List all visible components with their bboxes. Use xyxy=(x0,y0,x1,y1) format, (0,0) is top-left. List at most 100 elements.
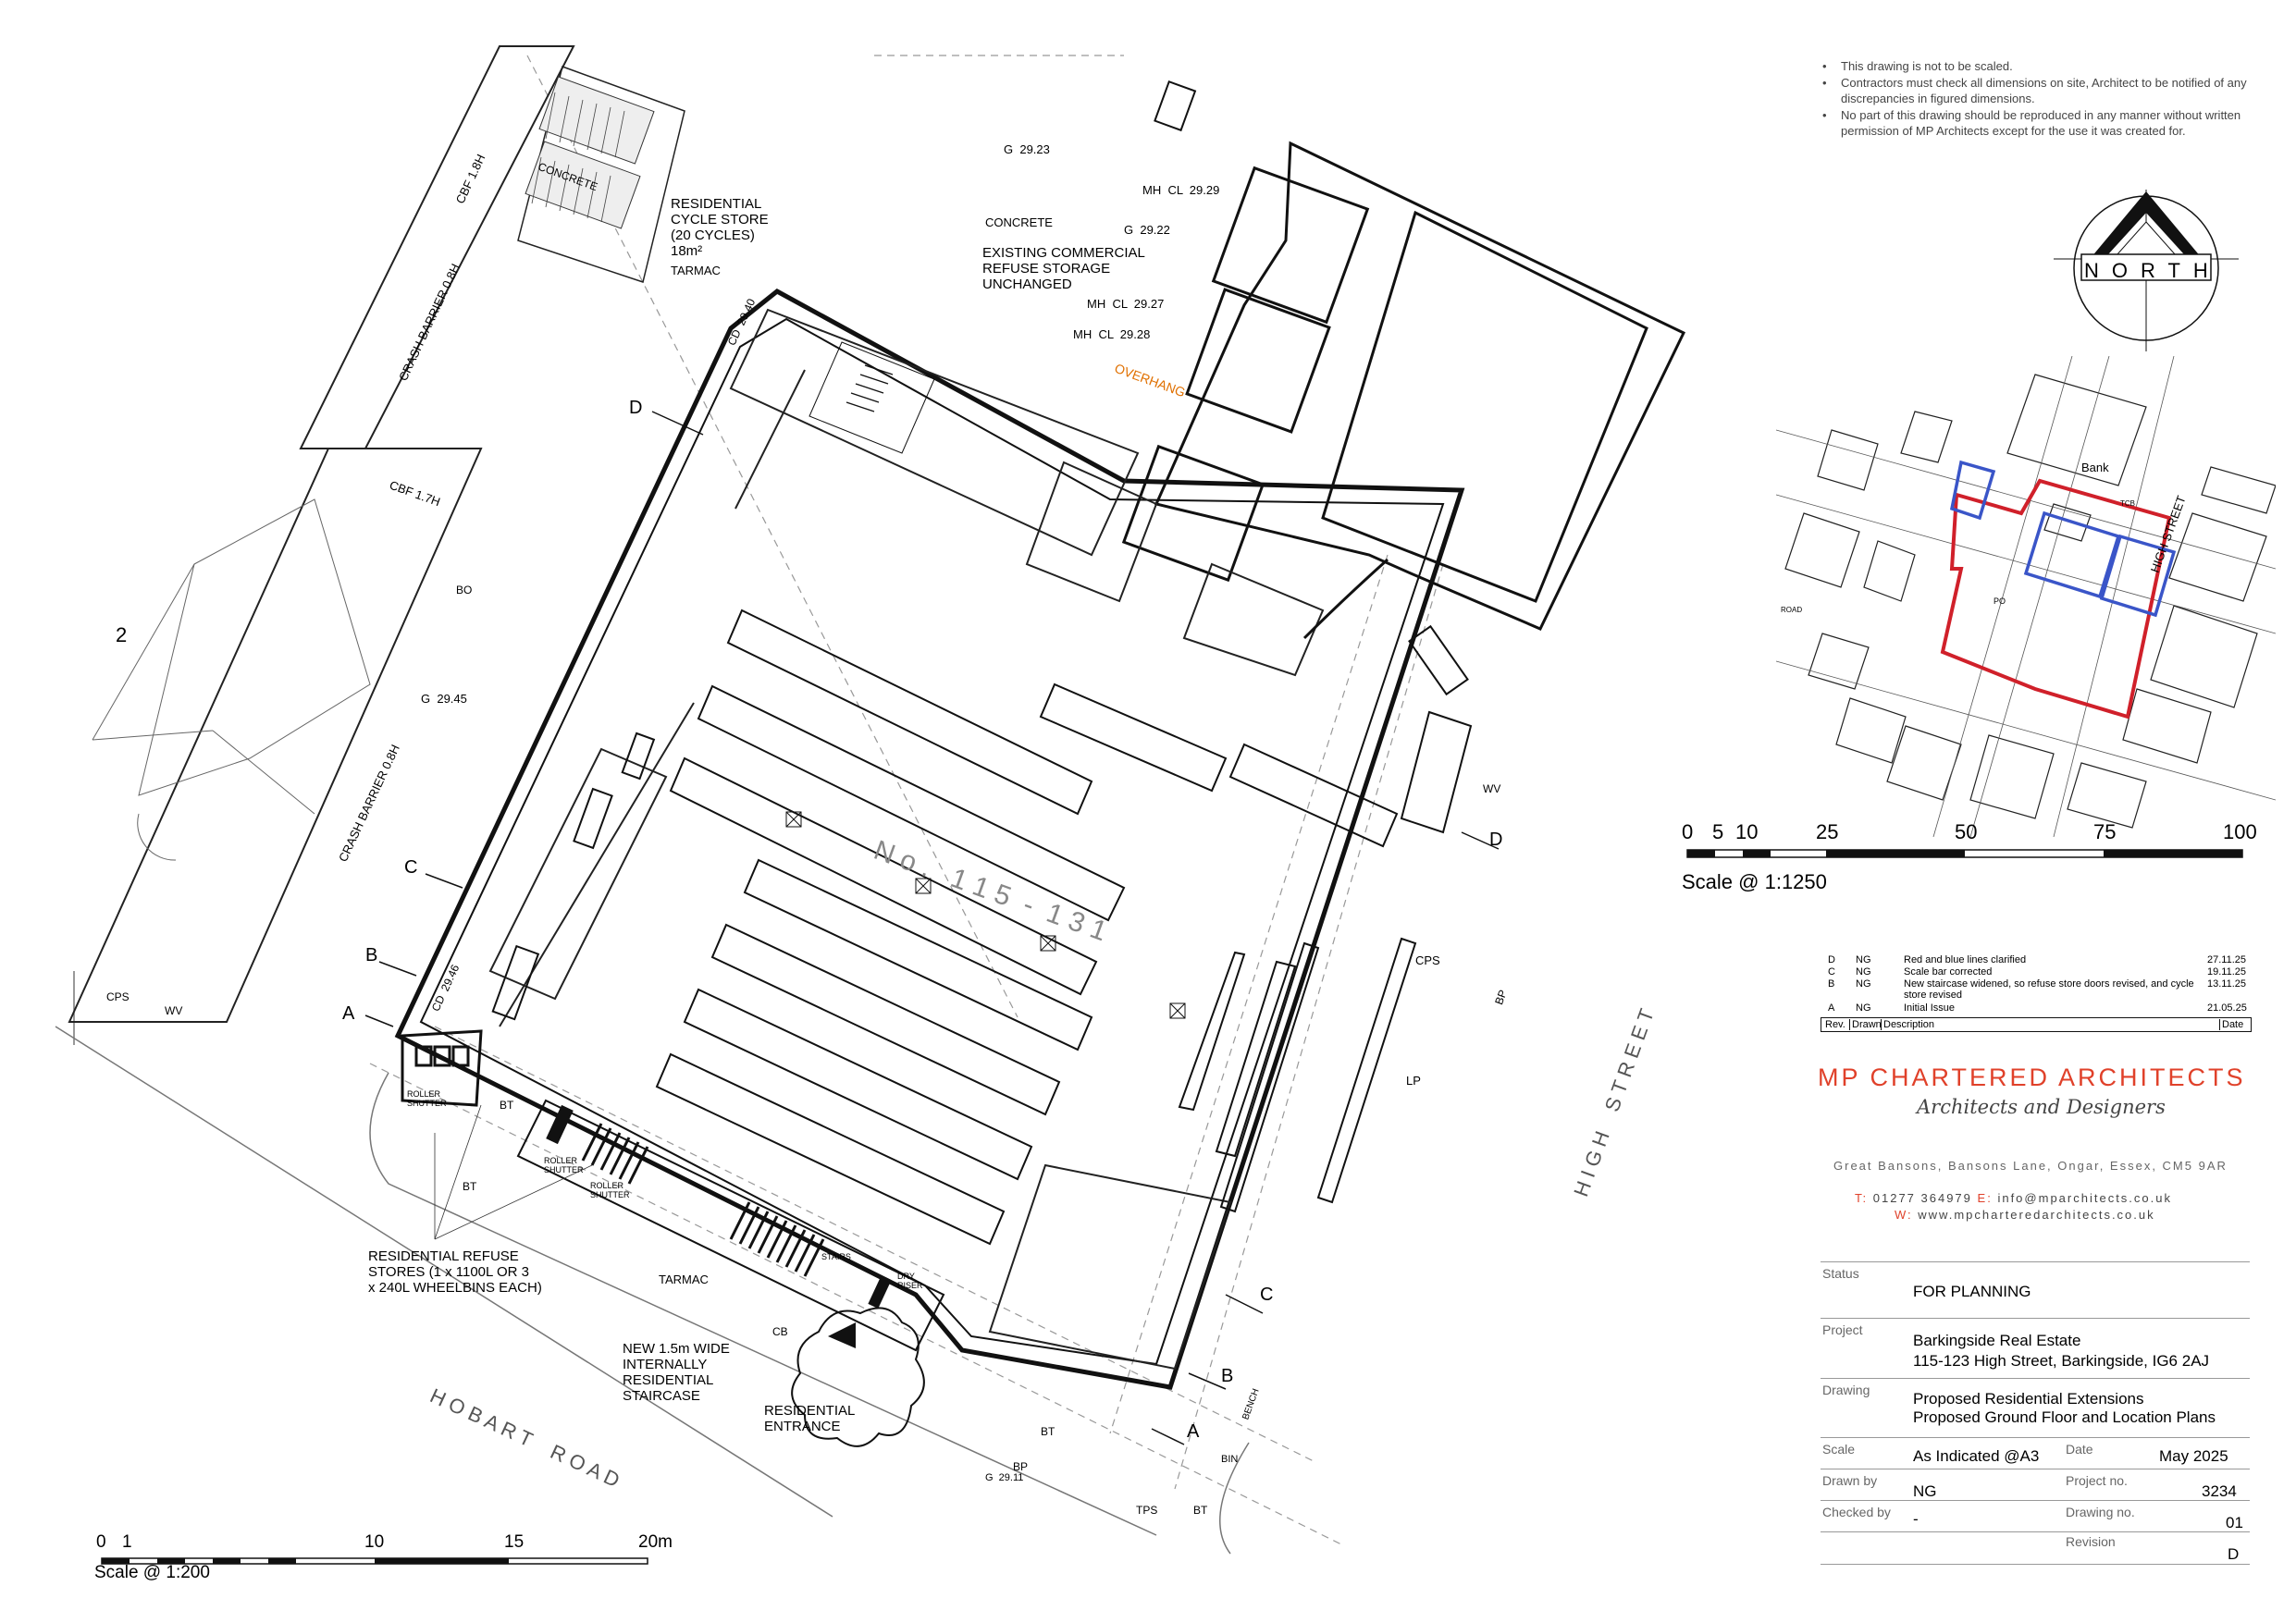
phone-label: T: xyxy=(1855,1191,1869,1205)
bt-label-2: BT xyxy=(463,1180,477,1193)
revision-row: Revision D xyxy=(1821,1531,2250,1565)
rev-code: B xyxy=(1828,978,1835,990)
rev-drawn: NG xyxy=(1856,954,1871,965)
bp-label: BP xyxy=(1013,1460,1029,1473)
north-label: NORTH xyxy=(2084,259,2221,282)
tps-label: TPS xyxy=(1136,1504,1158,1517)
location-scale-tick-0: 0 xyxy=(1682,820,1694,843)
checked-row: Checked by - Drawing no. 01 xyxy=(1821,1500,2250,1531)
status-row: Status FOR PLANNING xyxy=(1821,1261,2250,1318)
firm-name: MP CHARTERED ARCHITECTS xyxy=(1818,1064,2246,1091)
ground-floor-plan xyxy=(55,45,1686,1555)
dry-riser-label: DRY RISER xyxy=(897,1272,923,1290)
location-scale-tick-75: 75 xyxy=(2093,820,2117,843)
rev-code: D xyxy=(1828,954,1835,965)
note-item: This drawing is not to be scaled. xyxy=(1817,58,2261,74)
drawing-row: Drawing Proposed Residential Extensions … xyxy=(1821,1378,2250,1434)
date-value: May 2025 xyxy=(2159,1447,2228,1465)
entrance-label: RESIDENTIAL ENTRANCE xyxy=(764,1403,856,1434)
stairs-label: STAIRS xyxy=(821,1252,851,1261)
location-scale-tick-100: 100 xyxy=(2223,820,2257,843)
rev-code: A xyxy=(1828,1002,1835,1014)
drawn-row: Drawn by NG Project no. 3234 xyxy=(1821,1469,2250,1500)
date-label: Date xyxy=(2066,1442,2093,1457)
date-header: Date xyxy=(2219,1019,2243,1030)
po-label: PO xyxy=(1994,596,2006,606)
plan-scale-tick-1: 1 xyxy=(122,1532,132,1552)
revision-header-row: Rev. Drawn Description Date xyxy=(1821,1017,2252,1032)
mh-label-2: MH CL 29.27 xyxy=(1087,297,1165,311)
cb-label: CB xyxy=(772,1325,788,1338)
revision-label: Revision xyxy=(2066,1534,2116,1549)
phone-number: 01277 364979 xyxy=(1872,1191,1972,1205)
refuse-stores-label: RESIDENTIAL REFUSE STORES (1 x 1100L OR … xyxy=(368,1248,542,1296)
tarmac-label-bottom: TARMAC xyxy=(659,1273,709,1286)
roller-shutter-label-3: ROLLER SHUTTER xyxy=(590,1181,630,1199)
rev-description: Red and blue lines clarified xyxy=(1904,954,2027,965)
drawn-value: NG xyxy=(1913,1482,1937,1500)
revision-value: D xyxy=(2228,1545,2240,1563)
web-address[interactable]: www.mpcharteredarchitects.co.uk xyxy=(1918,1208,2155,1222)
location-scale-tick-5: 5 xyxy=(1712,820,1724,843)
location-scale-tick-50: 50 xyxy=(1955,820,1978,843)
drawing-title-2: Proposed Ground Floor and Location Plans xyxy=(1913,1408,2216,1426)
bo-label: BO xyxy=(456,584,473,596)
plan-scale-tick-10: 10 xyxy=(364,1532,385,1552)
location-scale-tick-10: 10 xyxy=(1735,820,1759,843)
roller-shutter-label-1: ROLLER SHUTTER xyxy=(407,1089,447,1108)
plan-scale-tick-20: 20m xyxy=(638,1532,673,1552)
rev-code: C xyxy=(1828,966,1835,977)
location-scale-text: Scale @ 1:1250 xyxy=(1682,870,1827,893)
section-a-marker: A xyxy=(342,1003,355,1024)
project-no-label: Project no. xyxy=(2066,1473,2128,1488)
drawing-label: Drawing xyxy=(1822,1383,1870,1397)
rev-description: New staircase widened, so refuse store d… xyxy=(1904,978,2194,1001)
lp-label: LP xyxy=(1406,1074,1421,1088)
rev-drawn: NG xyxy=(1856,1002,1871,1014)
road-label: ROAD xyxy=(1781,606,1803,614)
tarmac-label: TARMAC xyxy=(671,264,721,277)
scale-row: Scale As Indicated @A3 Date May 2025 xyxy=(1821,1437,2250,1468)
web-label: W: xyxy=(1895,1208,1913,1222)
level-label-3: G 29.45 xyxy=(421,692,467,706)
drawing-no-value: 01 xyxy=(2226,1514,2243,1531)
project-name: Barkingside Real Estate xyxy=(1913,1332,2081,1349)
project-row: Project Barkingside Real Estate 115-123 … xyxy=(1821,1318,2250,1376)
cycle-store-label: RESIDENTIAL CYCLE STORE (20 CYCLES) 18m² xyxy=(671,196,769,259)
rev-drawn: NG xyxy=(1856,978,1871,990)
rev-date: 21.05.25 xyxy=(2207,1002,2247,1014)
revision-table: D NG Red and blue lines clarified 27.11.… xyxy=(1821,953,2252,1034)
bin-label: BIN xyxy=(1221,1454,1239,1465)
staircase-label: NEW 1.5m WIDE INTERNALLY RESIDENTIAL STA… xyxy=(623,1341,730,1404)
wv-label-right: WV xyxy=(1483,782,1501,795)
rev-date: 27.11.25 xyxy=(2207,954,2247,965)
bt-label-4: BT xyxy=(1193,1504,1208,1517)
wv-label-left: WV xyxy=(165,1004,183,1017)
checked-value: - xyxy=(1913,1510,1919,1528)
location-scale-tick-25: 25 xyxy=(1816,820,1839,843)
plan-scale-bar xyxy=(101,1557,648,1565)
email-label: E: xyxy=(1977,1191,1993,1205)
description-header: Description xyxy=(1881,1019,1934,1030)
drawing-no-label: Drawing no. xyxy=(2066,1505,2135,1519)
email-address[interactable]: info@mparchitects.co.uk xyxy=(1997,1191,2172,1205)
level-label-1: G 29.23 xyxy=(1004,142,1050,156)
plan-scale-tick-15: 15 xyxy=(504,1532,525,1552)
firm-tagline: Architects and Designers xyxy=(1917,1096,2166,1118)
level-label-2: G 29.22 xyxy=(1124,223,1170,237)
mh-label-3: MH CL 29.28 xyxy=(1073,327,1151,341)
scale-value: As Indicated @A3 xyxy=(1913,1447,2040,1465)
status-label: Status xyxy=(1822,1266,1859,1281)
note-item: Contractors must check all dimensions on… xyxy=(1817,75,2261,106)
drawn-header: Drawn xyxy=(1849,1019,1882,1030)
project-label: Project xyxy=(1822,1322,1863,1337)
checked-label: Checked by xyxy=(1822,1505,1891,1519)
project-no-value: 3234 xyxy=(2202,1482,2237,1500)
rev-description: Scale bar corrected xyxy=(1904,966,1993,977)
rev-header: Rev. xyxy=(1825,1019,1845,1030)
rev-description: Initial Issue xyxy=(1904,1002,1956,1014)
level-label-bottom: G 29.11 xyxy=(985,1472,1024,1483)
section-b-marker-right: B xyxy=(1221,1366,1234,1386)
section-d-marker-right: D xyxy=(1489,830,1503,850)
firm-web-line: W: www.mpcharteredarchitects.co.uk xyxy=(1895,1208,2155,1222)
